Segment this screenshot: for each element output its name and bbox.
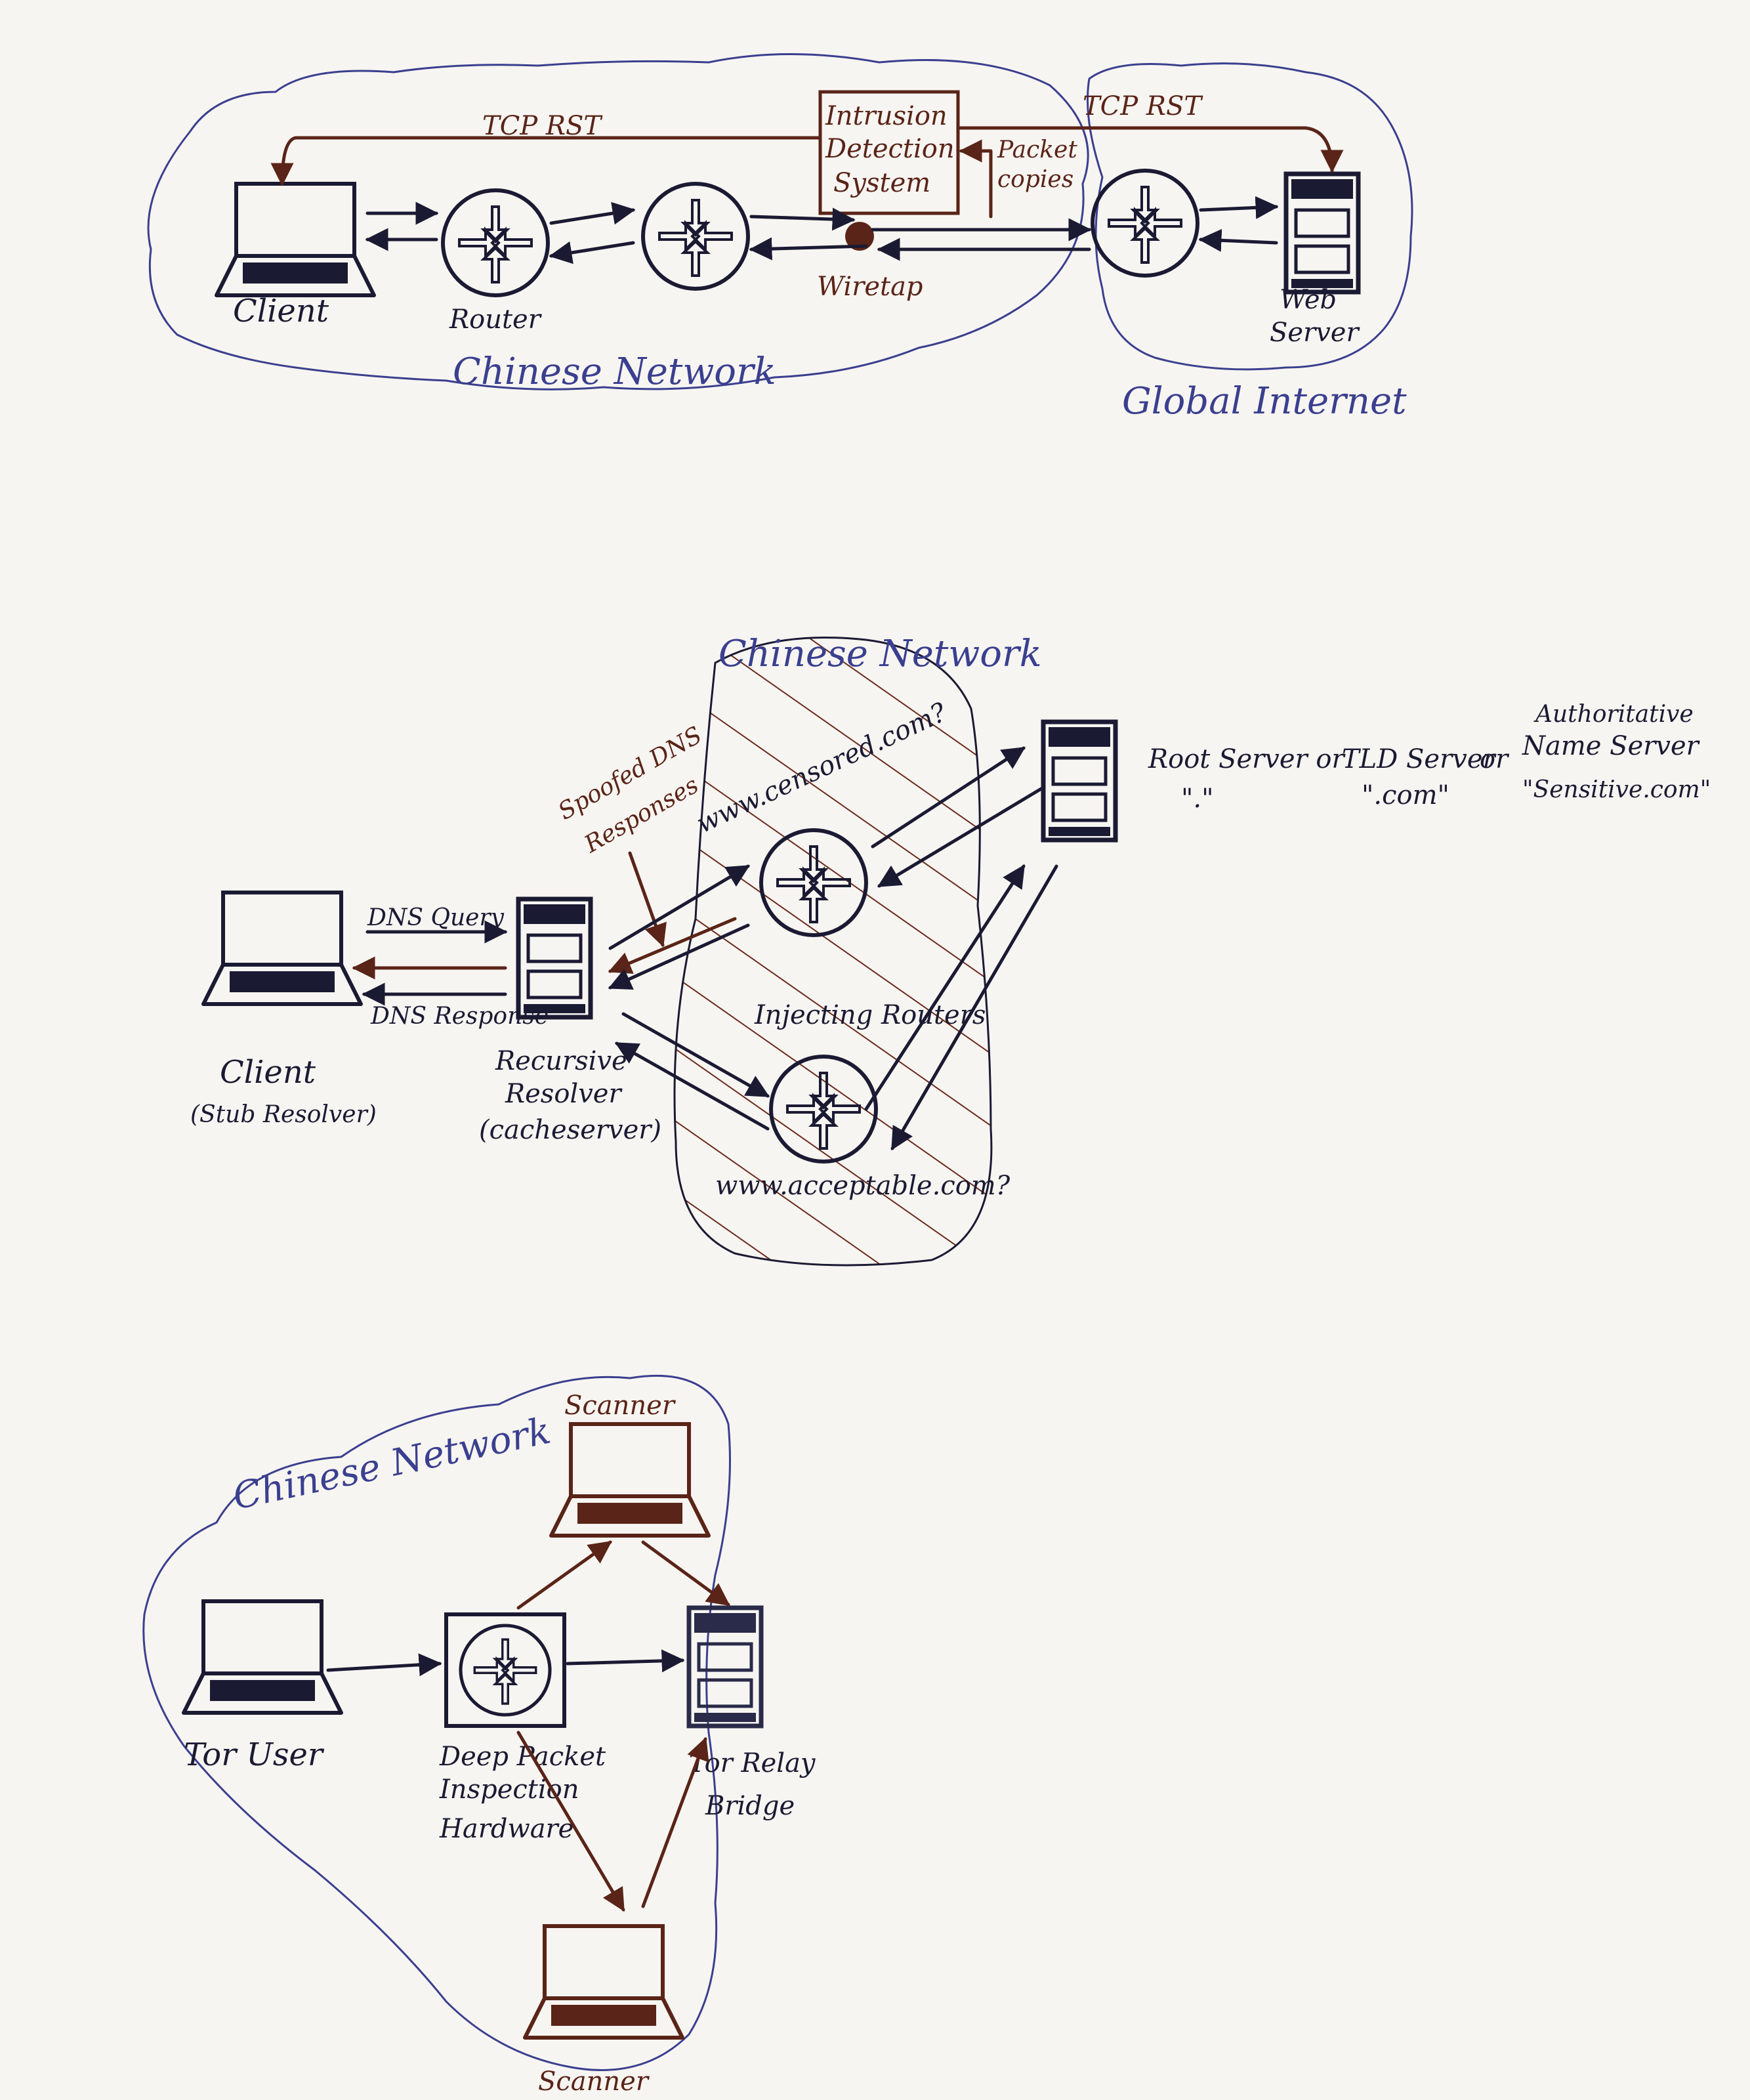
resolver-label-1: Recursive [495,1046,627,1076]
diagram-3-tor-probing: Chinese Network Tor User Deep Packet Ins… [142,1374,816,2097]
chinese-network-hatched-region [673,637,993,1267]
dns-response-label: DNS Response [370,1003,549,1030]
global-router-icon [1093,171,1198,276]
dpi-box-icon [444,1612,566,1728]
recursive-resolver-icon [518,899,591,1017]
packet-copies-label-1: Packet [997,136,1077,163]
ids-label-1: Intrusion [825,101,948,131]
tor-user-label: Tor User [184,1736,325,1773]
cloud-chinese-network-3 [142,1374,731,2071]
tor-relay-label-1: Tor Relay [689,1748,816,1778]
tld-server-sub: ".com" [1362,780,1449,810]
resolver-label-3: (cacheserver) [479,1115,661,1145]
dpi-label-3: Hardware [439,1814,573,1844]
tor-relay-server-icon [689,1608,761,1726]
web-server-label-2: Server [1270,318,1360,348]
client-laptop-icon [217,184,374,295]
client-label-2: Client [220,1054,316,1091]
tcp-rst-right-label: TCP RST [1083,91,1203,121]
global-internet-label: Global Internet [1122,380,1407,423]
client-sub-label: (Stub Resolver) [190,1101,377,1128]
diagram-1-tcp-reset: Client Router Intrusion Detection System… [147,53,1413,423]
auth-server-sub: "Sensitive.com" [1522,776,1711,803]
border-router-icon [643,184,748,289]
injecting-routers-label: Injecting Routers [754,1000,986,1030]
router-icon [443,190,548,295]
auth-server-label-2: Name Server [1522,731,1701,761]
web-server-label-1: Web [1280,285,1337,315]
ids-box [818,90,960,215]
acceptable-query-label: www.acceptable.com? [715,1171,1010,1201]
dpi-label-1: Deep Packet [439,1742,606,1772]
scanner-bottom-laptop-icon [525,1926,682,2038]
tld-server-label: TLD Server [1342,744,1497,774]
client-laptop-icon-2 [203,892,361,1004]
ids-label-3: System [833,168,930,198]
web-server-icon [1286,174,1358,292]
chinese-network-label-1: Chinese Network [453,350,776,393]
router-label: Router [449,304,543,335]
tcp-rst-left-label: TCP RST [482,111,603,141]
diagram-2-dns-injection: Chinese Network Client (Stub Resolver) R… [190,633,1711,1267]
resolver-label-2: Resolver [505,1079,623,1109]
chinese-network-label-2: Chinese Network [719,633,1042,675]
auth-server-label-1: Authoritative [1533,701,1694,728]
chinese-network-label-3: Chinese Network [229,1410,554,1519]
ids-label-2: Detection [825,134,955,164]
wiretap-label: Wiretap [817,272,923,302]
dns-query-label: DNS Query [367,904,505,931]
tor-relay-label-2: Bridge [705,1791,795,1821]
scanner-bottom-label: Scanner [538,2067,650,2097]
root-server-label: Root Server or [1148,744,1346,774]
tor-user-laptop-icon [184,1601,341,1713]
dpi-arrows-icon [461,1626,550,1715]
packet-copies-label-2: copies [997,166,1073,193]
or-label: or [1480,744,1510,774]
client-label-1: Client [233,293,329,329]
cloud-chinese-network-1 [147,53,1089,390]
root-server-icon [1043,722,1115,840]
dpi-label-2: Inspection [439,1774,579,1805]
cloud-global-internet [1087,62,1413,371]
scanner-top-label: Scanner [564,1391,677,1421]
root-server-sub: "." [1181,784,1214,814]
scanner-top-laptop-icon [551,1424,709,1536]
